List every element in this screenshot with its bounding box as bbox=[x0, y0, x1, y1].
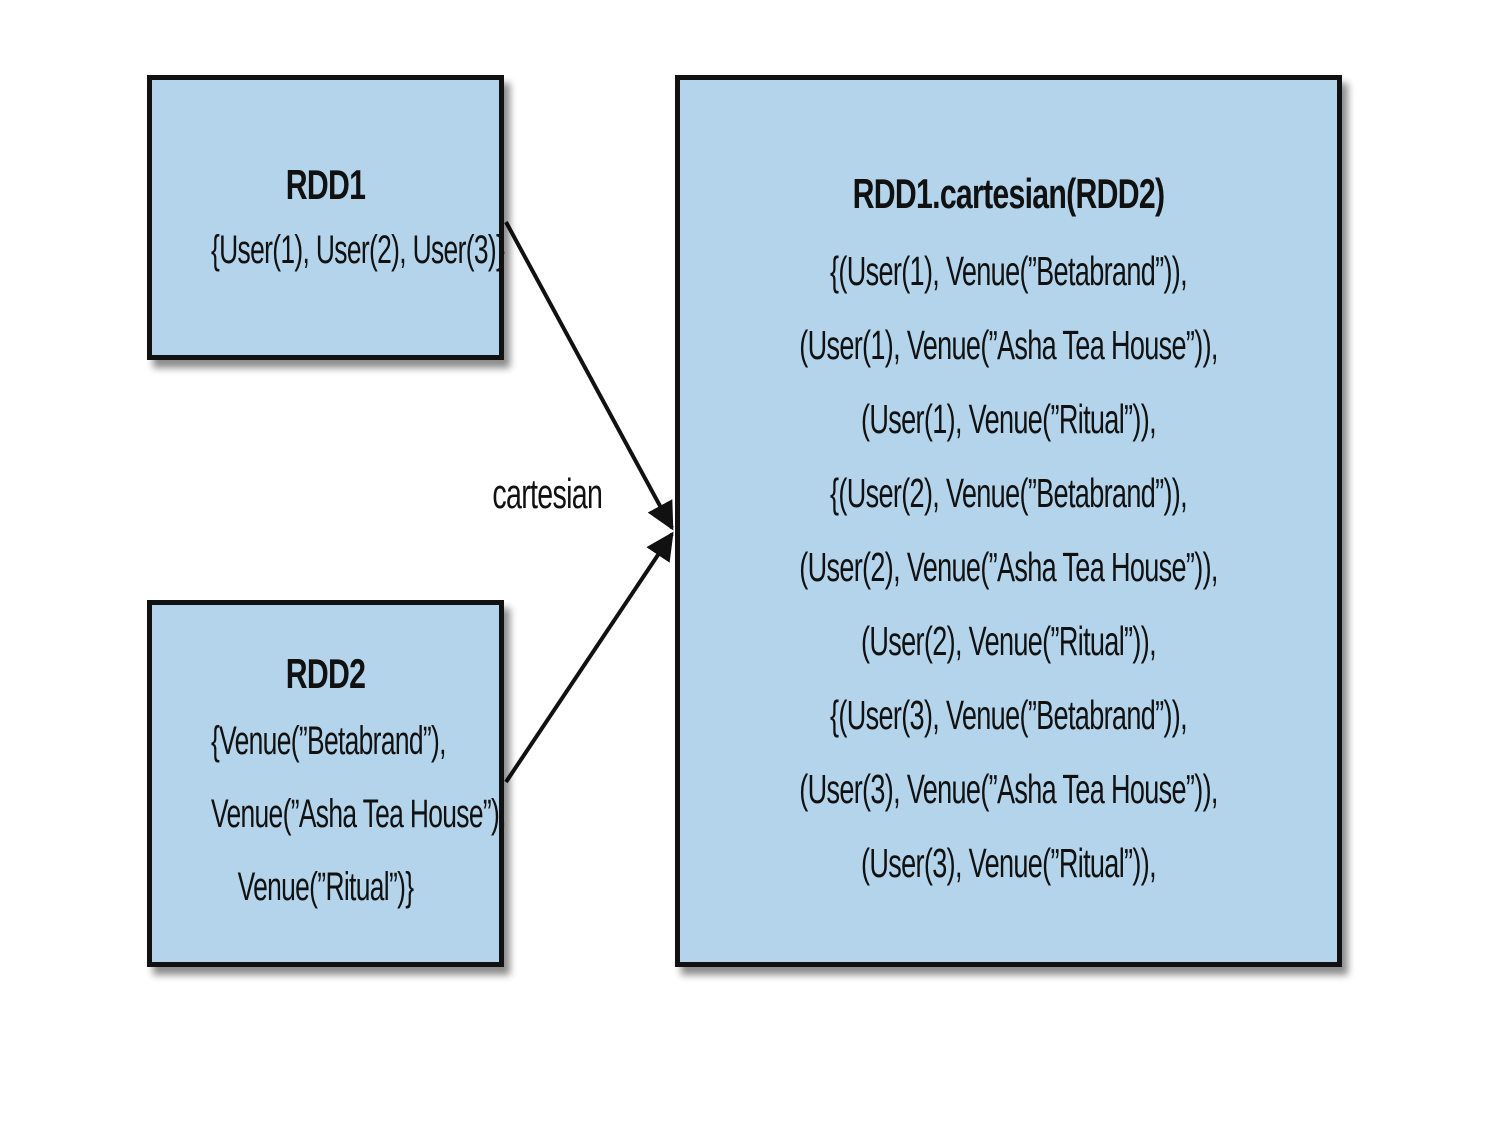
rdd2-contents-line: Venue(”Asha Tea House”), bbox=[210, 792, 506, 836]
result-pair-line: (User(1), Venue(”Asha Tea House”)), bbox=[799, 322, 1218, 368]
result-pair-line: (User(3), Venue(”Asha Tea House”)), bbox=[799, 766, 1218, 812]
rdd2-box: RDD2 {Venue(”Betabrand”), Venue(”Asha Te… bbox=[147, 600, 506, 967]
result-pair-line: {(User(2), Venue(”Betabrand”)), bbox=[829, 470, 1188, 516]
arrow-rdd2-to-result bbox=[504, 531, 674, 784]
result-pair-line: {(User(3), Venue(”Betabrand”)), bbox=[829, 692, 1188, 738]
cartesian-result-box: RDD1.cartesian(RDD2) {(User(1), Venue(”B… bbox=[675, 75, 1342, 967]
cartesian-operation-label: cartesian bbox=[492, 470, 603, 517]
result-pair-line: (User(3), Venue(”Ritual”)), bbox=[861, 840, 1157, 886]
rdd2-title: RDD2 bbox=[285, 650, 366, 697]
result-pair-line: (User(2), Venue(”Ritual”)), bbox=[861, 618, 1157, 664]
rdd2-contents-line: Venue(”Ritual”)} bbox=[237, 865, 414, 909]
result-title: RDD1.cartesian(RDD2) bbox=[852, 170, 1165, 217]
rdd2-contents-line: {Venue(”Betabrand”), bbox=[210, 719, 446, 763]
result-pair-line: (User(1), Venue(”Ritual”)), bbox=[861, 396, 1157, 442]
rdd1-box: RDD1 {User(1), User(2), User(3)} bbox=[147, 75, 505, 360]
rdd1-contents: {User(1), User(2), User(3)} bbox=[210, 228, 505, 272]
rdd1-title: RDD1 bbox=[285, 161, 366, 208]
result-pair-line: {(User(1), Venue(”Betabrand”)), bbox=[829, 248, 1188, 294]
result-pair-line: (User(2), Venue(”Asha Tea House”)), bbox=[799, 544, 1218, 590]
